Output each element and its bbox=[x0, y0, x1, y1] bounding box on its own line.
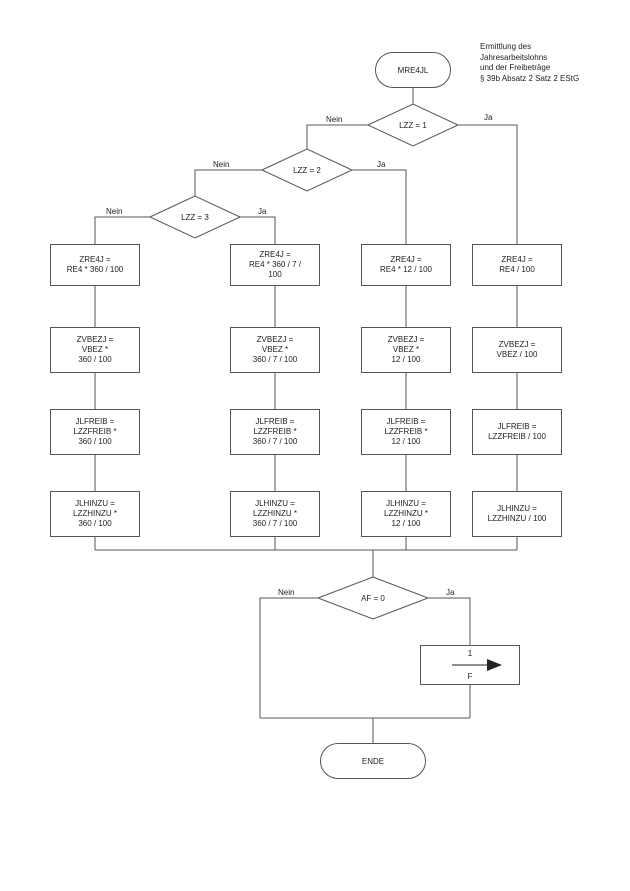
process-line: 12 / 100 bbox=[391, 519, 421, 528]
flow-line-lzz1-ja bbox=[458, 124, 518, 244]
process-line: ZRE4J = bbox=[501, 255, 533, 264]
process-zre4j-c4: ZRE4J = RE4 / 100 bbox=[472, 244, 562, 286]
process-line: 12 / 100 bbox=[391, 355, 421, 364]
flow-line-af-ja bbox=[428, 597, 471, 645]
process-jlhinzu-c2: JLHINZU = LZZHINZU * 360 / 7 / 100 bbox=[230, 491, 320, 537]
process-line: LZZFREIB * bbox=[253, 427, 297, 436]
process-zvbezj-c2: ZVBEZJ = VBEZ * 360 / 7 / 100 bbox=[230, 327, 320, 373]
process-line: VBEZ / 100 bbox=[496, 350, 538, 359]
process-jlhinzu-c1: JLHINZU = LZZHINZU * 360 / 100 bbox=[50, 491, 140, 537]
decision-label-af: AF = 0 bbox=[361, 594, 385, 603]
header-note-line: und der Freibeträge bbox=[480, 63, 551, 72]
process-jlfreib-c2: JLFREIB = LZZFREIB * 360 / 7 / 100 bbox=[230, 409, 320, 455]
process-line: LZZHINZU * bbox=[253, 509, 297, 518]
header-note: Ermittlung des Jahresarbeitslohns und de… bbox=[480, 42, 625, 84]
start-label: MRE4JL bbox=[397, 65, 429, 75]
process-line: ZRE4J = bbox=[259, 250, 291, 259]
process-line: RE4 / 100 bbox=[499, 265, 535, 274]
connector-letter: F bbox=[467, 672, 473, 681]
flow-line-lzz3-nein bbox=[94, 216, 150, 244]
flow-line-lzz2-ja bbox=[352, 169, 407, 244]
process-line: ZVBEZJ = bbox=[498, 340, 536, 349]
process-line: RE4 * 12 / 100 bbox=[379, 265, 433, 274]
process-line: JLHINZU = bbox=[497, 504, 537, 513]
process-zvbezj-c3: ZVBEZJ = VBEZ * 12 / 100 bbox=[361, 327, 451, 373]
process-jlfreib-c1: JLFREIB = LZZFREIB * 360 / 100 bbox=[50, 409, 140, 455]
flow-line-lzz1-nein bbox=[306, 124, 368, 149]
decision-diamond-lzz3 bbox=[148, 195, 242, 239]
process-line: ZVBEZJ = bbox=[387, 335, 425, 344]
flow-line-af-nein bbox=[259, 597, 318, 718]
flow-line-lzz2-nein bbox=[194, 169, 262, 196]
branch-label-lzz3-nein: Nein bbox=[106, 207, 123, 216]
process-line: LZZFREIB * bbox=[384, 427, 428, 436]
process-line: 360 / 100 bbox=[78, 355, 112, 364]
branch-label-lzz2-ja: Ja bbox=[377, 160, 386, 169]
process-line: JLHINZU = bbox=[386, 499, 426, 508]
connector-arrow-head bbox=[487, 659, 502, 671]
process-line: 360 / 100 bbox=[78, 519, 112, 528]
process-line: VBEZ * bbox=[261, 345, 289, 354]
branch-label-lzz2-nein: Nein bbox=[213, 160, 230, 169]
process-line: LZZHINZU * bbox=[73, 509, 117, 518]
process-line: JLFREIB = bbox=[497, 422, 537, 431]
start-terminator: MRE4JL bbox=[375, 52, 451, 88]
process-line: RE4 * 360 / 7 / bbox=[248, 260, 302, 269]
flow-line-connector-to-ende bbox=[260, 685, 471, 743]
flow-line-lzz3-ja bbox=[240, 216, 276, 244]
process-line: ZRE4J = bbox=[390, 255, 422, 264]
decision-diamond-lzz2 bbox=[260, 148, 354, 192]
flow-line-merge-to-af bbox=[95, 549, 517, 577]
process-jlfreib-c3: JLFREIB = LZZFREIB * 12 / 100 bbox=[361, 409, 451, 455]
connector-box bbox=[420, 645, 520, 685]
process-line: LZZFREIB * bbox=[73, 427, 117, 436]
process-zre4j-c1: ZRE4J = RE4 * 360 / 100 bbox=[50, 244, 140, 286]
decision-label-lzz1: LZZ = 1 bbox=[399, 121, 427, 130]
branch-label-lzz1-nein: Nein bbox=[326, 115, 343, 124]
process-zvbezj-c4: ZVBEZJ = VBEZ / 100 bbox=[472, 327, 562, 373]
process-zre4j-c3: ZRE4J = RE4 * 12 / 100 bbox=[361, 244, 451, 286]
header-note-line: Ermittlung des bbox=[480, 42, 532, 51]
process-jlhinzu-c4: JLHINZU = LZZHINZU / 100 bbox=[472, 491, 562, 537]
process-line: LZZHINZU / 100 bbox=[487, 514, 547, 523]
branch-label-lzz1-ja: Ja bbox=[484, 113, 493, 122]
process-zre4j-c2: ZRE4J = RE4 * 360 / 7 / 100 bbox=[230, 244, 320, 286]
process-line: 360 / 7 / 100 bbox=[252, 437, 298, 446]
process-line: LZZFREIB / 100 bbox=[488, 432, 546, 441]
branch-label-af-nein: Nein bbox=[278, 588, 295, 597]
process-line: ZVBEZJ = bbox=[76, 335, 114, 344]
process-line: JLFREIB = bbox=[75, 417, 115, 426]
process-zvbezj-c1: ZVBEZJ = VBEZ * 360 / 100 bbox=[50, 327, 140, 373]
process-line: VBEZ * bbox=[392, 345, 420, 354]
process-line: ZVBEZJ = bbox=[256, 335, 294, 344]
process-jlfreib-c4: JLFREIB = LZZFREIB / 100 bbox=[472, 409, 562, 455]
process-line: JLFREIB = bbox=[386, 417, 426, 426]
process-line: 12 / 100 bbox=[391, 437, 421, 446]
process-line: 360 / 7 / 100 bbox=[252, 355, 298, 364]
process-line: VBEZ * bbox=[81, 345, 109, 354]
end-label: ENDE bbox=[361, 756, 385, 766]
branch-label-lzz3-ja: Ja bbox=[258, 207, 267, 216]
decision-diamond-lzz1 bbox=[366, 103, 460, 147]
process-line: RE4 * 360 / 100 bbox=[66, 265, 124, 274]
process-line: JLFREIB = bbox=[255, 417, 295, 426]
connector-number: 1 bbox=[467, 649, 473, 658]
connector-arrow bbox=[452, 659, 502, 671]
process-line: LZZHINZU * bbox=[384, 509, 428, 518]
process-line: JLHINZU = bbox=[255, 499, 295, 508]
process-line: 360 / 7 / 100 bbox=[252, 519, 298, 528]
process-jlhinzu-c3: JLHINZU = LZZHINZU * 12 / 100 bbox=[361, 491, 451, 537]
header-note-line: § 39b Absatz 2 Satz 2 EStG bbox=[480, 73, 580, 83]
branch-label-af-ja: Ja bbox=[446, 588, 455, 597]
process-line: ZRE4J = bbox=[79, 255, 111, 264]
process-line: 360 / 100 bbox=[78, 437, 112, 446]
header-note-line: Jahresarbeitslohns bbox=[480, 52, 548, 62]
end-terminator: ENDE bbox=[320, 743, 426, 779]
decision-diamond-af bbox=[316, 576, 430, 620]
decision-label-lzz2: LZZ = 2 bbox=[293, 166, 321, 175]
process-line: 100 bbox=[268, 270, 282, 279]
decision-label-lzz3: LZZ = 3 bbox=[181, 213, 209, 222]
process-line: JLHINZU = bbox=[75, 499, 115, 508]
